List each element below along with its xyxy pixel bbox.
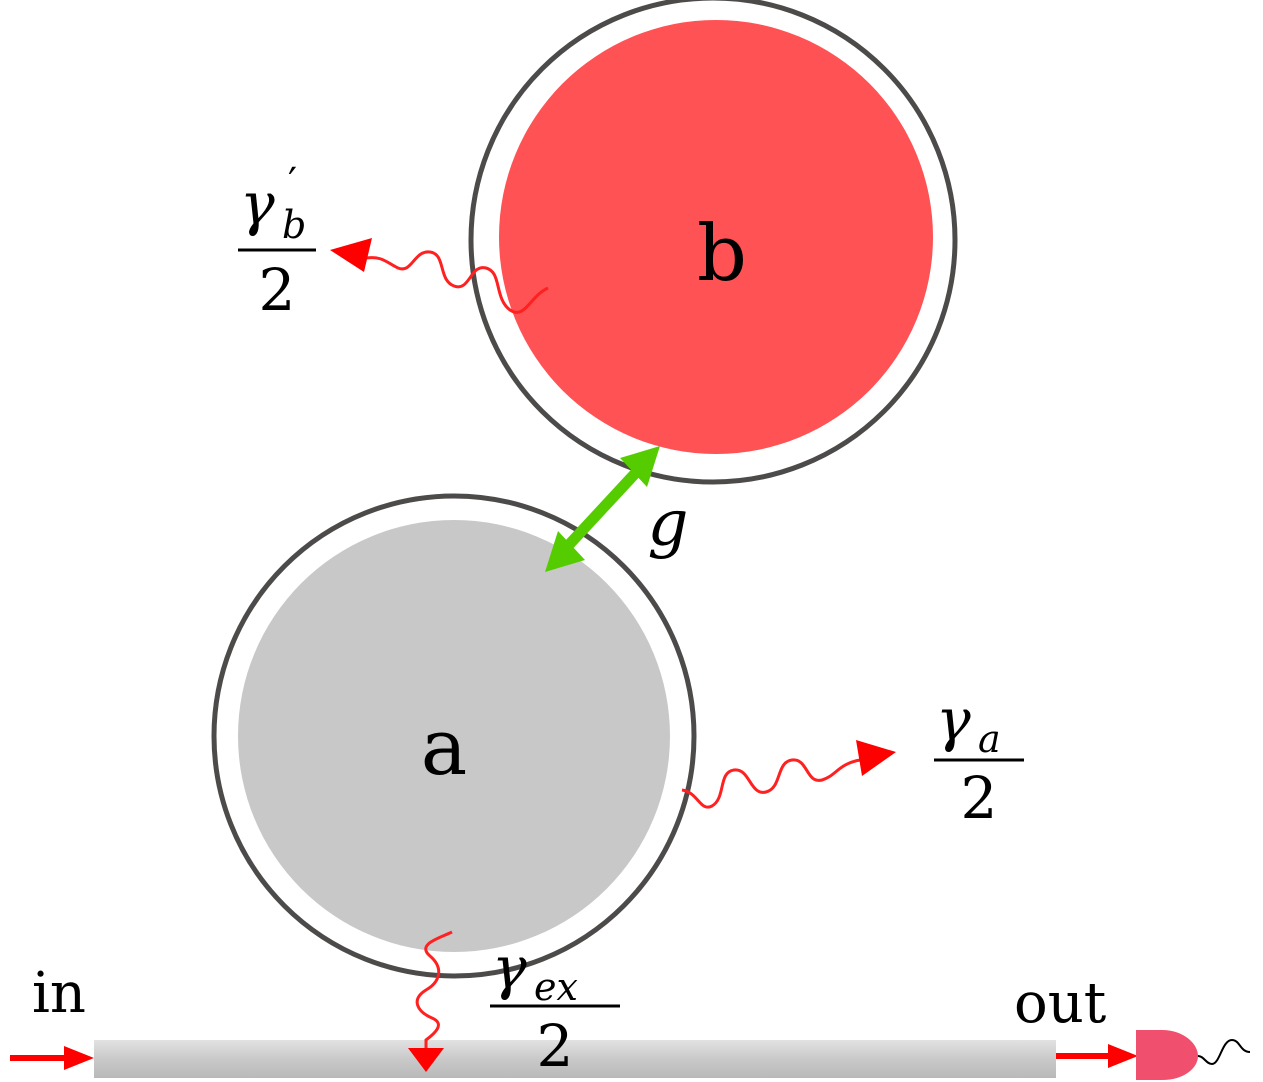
coupling-arrow-head-bottom	[545, 531, 585, 572]
loss-ex-subscript: ex	[534, 965, 578, 1009]
coupling-arrow: g	[545, 446, 688, 572]
input-arrowhead	[64, 1046, 94, 1070]
loss-b-channel	[330, 238, 549, 314]
loss-a-subscript: a	[978, 717, 1001, 761]
loss-a-denominator: 2	[961, 764, 998, 832]
loss-a-numerator: γ	[936, 686, 971, 754]
loss-b-subscript: b	[282, 203, 306, 247]
loss-a-arrowhead	[856, 740, 896, 776]
photodetector-icon	[1136, 1030, 1198, 1080]
loss-ex-denominator: 2	[537, 1012, 574, 1080]
output-port: out	[1014, 971, 1251, 1080]
resonator-b-label: b	[697, 209, 747, 299]
loss-ex-channel	[408, 930, 453, 1072]
resonator-a-label: a	[421, 703, 468, 793]
output-port-label: out	[1014, 971, 1107, 1036]
bus-waveguide	[94, 1040, 1056, 1078]
resonator-b: b	[468, 0, 958, 485]
loss-b-wave	[365, 250, 549, 314]
loss-b-arrowhead	[330, 238, 372, 272]
coupling-arrow-head-top	[620, 446, 660, 487]
coupling-label: g	[648, 487, 689, 561]
loss-b-denominator: 2	[259, 256, 296, 324]
signal-wave-icon	[1197, 1038, 1251, 1066]
resonator-a-disk	[238, 520, 670, 952]
loss-ex-numerator: γ	[492, 934, 527, 1002]
loss-b-label: γ b ′ 2	[238, 160, 316, 324]
input-port-label: in	[32, 961, 86, 1026]
input-port: in	[10, 961, 94, 1070]
loss-a-channel	[681, 740, 896, 809]
output-arrowhead	[1108, 1044, 1138, 1068]
loss-ex-arrowhead	[408, 1048, 444, 1072]
loss-ex-wave	[415, 930, 453, 1050]
resonator-b-disk	[499, 20, 933, 454]
loss-a-label: γ a 2	[934, 686, 1024, 832]
resonator-a: a	[211, 493, 697, 979]
loss-ex-label: γ ex 2	[490, 934, 620, 1080]
loss-a-wave	[681, 758, 861, 809]
loss-b-numerator: γ	[240, 170, 275, 238]
loss-b-prime: ′	[288, 160, 297, 206]
coupling-arrow-shaft	[561, 462, 647, 552]
